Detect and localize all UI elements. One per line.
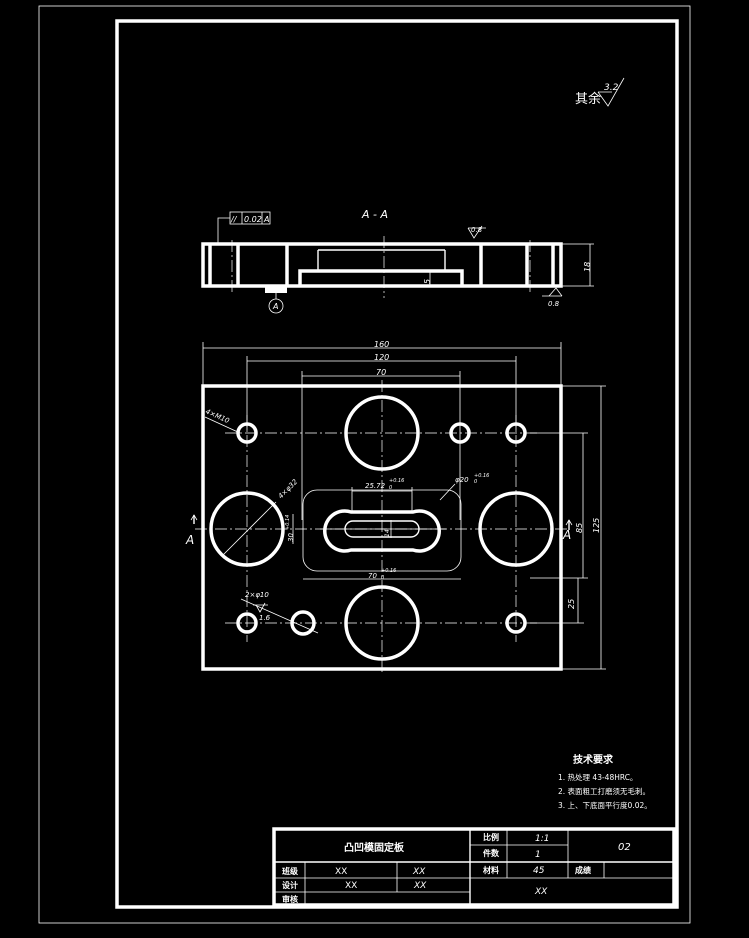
slot-r-text: φ20: [455, 476, 469, 484]
material-value: 45: [533, 866, 545, 876]
svg-text://: //: [230, 215, 238, 224]
tech-item-2: 2. 表面粗工打磨须无毛刺。: [558, 786, 650, 796]
dim-70: 70: [376, 368, 386, 377]
pinholes-text: 2×φ10: [245, 591, 269, 599]
part-name: 凸凹模固定板: [344, 841, 405, 854]
slot-len-tol: +0.16: [381, 568, 396, 574]
slot-inner-text: 14: [384, 529, 391, 537]
roughness-bottom-value: 0.8: [548, 300, 560, 308]
cut-letter-left: A: [185, 533, 194, 547]
title-block: [272, 827, 676, 907]
tech-item-1: 1. 热处理 43-48HRC。: [558, 772, 637, 782]
slot-h-text: 30: [287, 533, 295, 542]
roughness-other-label: 其余: [575, 91, 601, 107]
slot-len-text: 70: [368, 572, 377, 580]
right-dimensions: [530, 385, 606, 670]
slot-r-zero: 0: [474, 479, 477, 485]
plan-view: [195, 380, 570, 675]
school-value: XX: [534, 887, 548, 897]
roughness-top-value: 0.8: [471, 226, 483, 234]
material-label: 材料: [483, 865, 499, 875]
roughness-small-value: 1.6: [259, 614, 271, 622]
svg-text:A: A: [263, 215, 269, 224]
design-value: XX: [345, 881, 357, 891]
roughness-small-symbol: [253, 602, 268, 613]
drawing-number: 02: [618, 842, 631, 853]
dim-85: 85: [575, 523, 584, 533]
dim-thickness-text: 18: [583, 262, 592, 272]
section-view: [201, 236, 563, 314]
class-value: XX: [335, 867, 347, 877]
slot-r-tol: +0.16: [474, 473, 489, 479]
scale-label: 比例: [483, 832, 499, 842]
outer-border: [38, 5, 691, 924]
dim-step-text: 5: [423, 279, 432, 284]
grade-label: 成绩: [575, 865, 591, 875]
tech-title: 技术要求: [573, 753, 614, 766]
bigholes-leader: [221, 501, 277, 557]
cut-letter-right: A: [562, 528, 571, 542]
cut-mark-right: [565, 519, 573, 530]
review-label: 审核: [282, 894, 298, 904]
bigholes-text: 4×φ32: [277, 478, 300, 501]
datum-label: A: [272, 302, 278, 311]
slot-dimensions: [292, 483, 461, 580]
design-value-2: XX: [413, 881, 427, 891]
dim-120: 120: [374, 353, 389, 362]
class-label: 班级: [282, 866, 299, 876]
dim-thickness: [561, 243, 594, 287]
slot-h-tol: +0.14: [285, 515, 291, 530]
cut-mark-left: [190, 514, 198, 524]
roughness-top-symbol: [467, 225, 486, 239]
dim-25: 25: [567, 599, 576, 609]
section-label: A - A: [361, 208, 388, 221]
slot-w-text: 25.72: [365, 482, 386, 490]
dim-160: 160: [374, 340, 389, 349]
inner-border: [115, 19, 679, 909]
roughness-other-symbol: [597, 77, 625, 107]
slot-w-tol: +0.16: [389, 478, 404, 484]
roughness-bottom-symbol: [542, 287, 563, 297]
slot-w-zero: 0: [389, 485, 392, 491]
svg-text:0.02: 0.02: [244, 215, 262, 224]
flatness-frame: // 0.02 A: [217, 211, 271, 245]
class-value-2: XX: [412, 867, 426, 877]
roughness-other-value: 3.2: [604, 83, 619, 93]
dim-125: 125: [592, 518, 601, 533]
qty-value: 1: [535, 850, 541, 860]
slot-len-zero: 0: [381, 575, 384, 581]
scale-value: 1:1: [535, 834, 549, 844]
design-label: 设计: [282, 880, 298, 890]
tech-item-3: 3. 上、下底面平行度0.02。: [558, 800, 652, 810]
thread-leader: [204, 416, 241, 434]
qty-label: 件数: [483, 848, 500, 858]
